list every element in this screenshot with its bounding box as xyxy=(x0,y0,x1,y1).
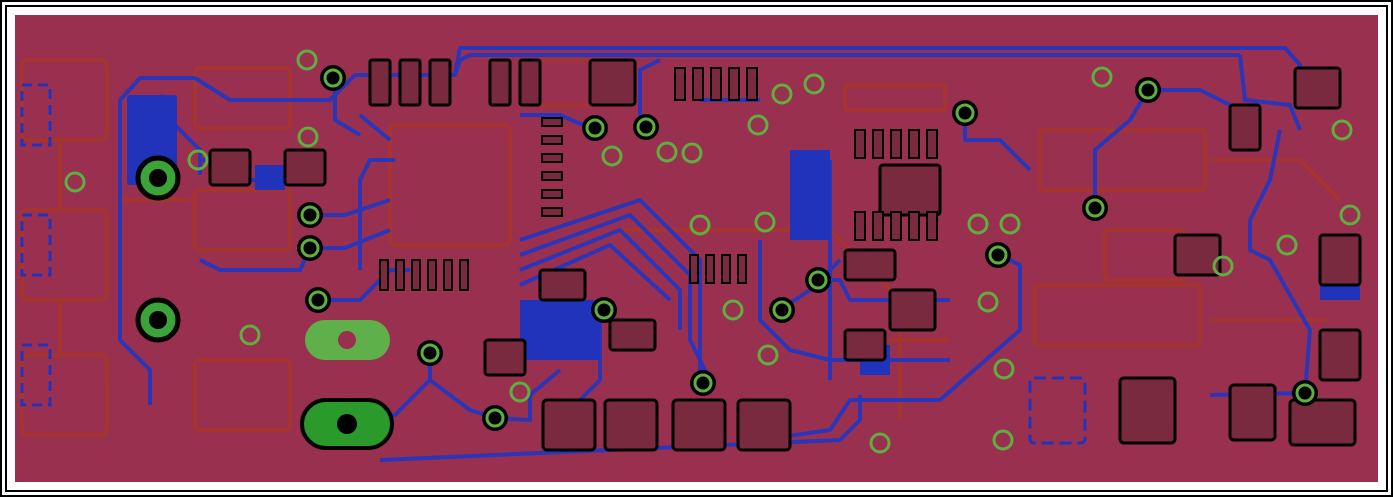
via-hole xyxy=(693,373,713,393)
via-icon xyxy=(509,381,531,403)
via-hole xyxy=(1138,80,1158,100)
via-icon xyxy=(993,358,1015,380)
via-hole xyxy=(955,103,975,123)
via-icon xyxy=(999,213,1021,235)
ic-pins xyxy=(379,67,938,291)
via-icon xyxy=(1331,119,1353,141)
via-hole xyxy=(300,205,320,225)
via-icon xyxy=(297,126,319,148)
via-hole xyxy=(636,117,656,137)
via-hole xyxy=(300,238,320,258)
via-icon xyxy=(1276,234,1298,256)
via-hole xyxy=(988,245,1008,265)
via-hole xyxy=(308,290,328,310)
via-icon xyxy=(656,141,678,163)
via-icon xyxy=(977,291,999,313)
via-icon xyxy=(239,324,261,346)
via-hole xyxy=(420,343,440,363)
via-icon xyxy=(187,149,209,171)
via-hole xyxy=(1085,198,1105,218)
via-icon xyxy=(869,432,891,454)
smd-pads xyxy=(208,58,1362,452)
via-icon xyxy=(681,142,703,164)
vias xyxy=(64,49,1361,454)
via-icon xyxy=(992,429,1014,451)
pad-icon xyxy=(736,398,792,452)
pad-icon xyxy=(603,398,659,452)
pad-icon xyxy=(1118,376,1177,445)
via-icon xyxy=(296,49,318,71)
via-icon xyxy=(601,145,623,167)
via-icon xyxy=(754,211,776,233)
via-icon xyxy=(757,344,779,366)
via-hole xyxy=(585,118,605,138)
via-icon xyxy=(1339,204,1361,226)
via-icon xyxy=(747,114,769,136)
via-icon xyxy=(689,214,711,236)
via-icon xyxy=(722,299,744,321)
via-hole xyxy=(594,300,614,320)
pad-icon xyxy=(541,398,597,452)
edge-connector-left xyxy=(20,83,52,407)
via-hole xyxy=(485,408,505,428)
via-hole xyxy=(323,68,343,88)
through-hole-pads xyxy=(135,155,394,450)
via-icon xyxy=(64,171,86,193)
board-outline xyxy=(5,5,1388,492)
via-icon xyxy=(771,83,793,105)
via-hole xyxy=(808,270,828,290)
via-icon xyxy=(803,73,825,95)
pad-icon xyxy=(671,398,727,452)
via-icon xyxy=(967,213,989,235)
via-hole xyxy=(1295,383,1315,403)
via-icon xyxy=(1091,66,1113,88)
via-icon xyxy=(1212,255,1234,277)
via-hole xyxy=(772,300,792,320)
